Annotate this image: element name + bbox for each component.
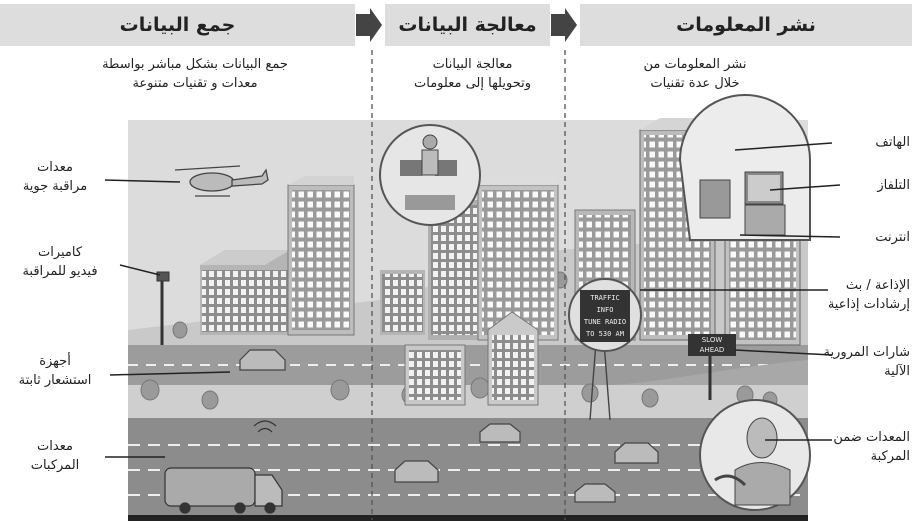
home-devices-circle bbox=[678, 94, 811, 241]
header-processing: معالجة البيانات bbox=[385, 4, 550, 46]
operator-circle bbox=[379, 124, 481, 226]
header-arrows bbox=[356, 8, 577, 42]
header-collection: جمع البيانات bbox=[0, 4, 355, 46]
left-callouts bbox=[104, 179, 231, 458]
buildings-left bbox=[200, 176, 355, 336]
label-phone: الهاتف bbox=[875, 135, 910, 150]
street-sign bbox=[688, 334, 736, 400]
header-dissemination: نشر المعلومات bbox=[580, 4, 912, 46]
driver-circle bbox=[699, 399, 811, 511]
helicopter-illustration bbox=[174, 165, 269, 197]
traffic-info-sign bbox=[568, 278, 642, 352]
truck-illustration bbox=[164, 420, 283, 514]
label-tv: التلفاز bbox=[877, 178, 910, 193]
buildings-middle bbox=[380, 175, 559, 406]
label-internet: انترنت bbox=[875, 230, 910, 245]
right-callouts bbox=[640, 142, 841, 441]
camera-pole bbox=[156, 271, 170, 345]
cars bbox=[239, 349, 659, 503]
